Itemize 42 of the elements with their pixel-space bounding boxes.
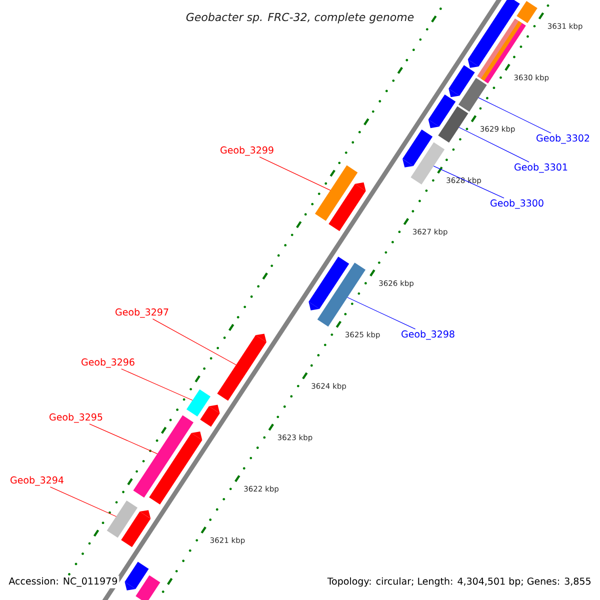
leader-line (121, 368, 193, 401)
leader-line (347, 297, 416, 330)
gene-bar (516, 0, 538, 24)
gene-block (448, 65, 475, 98)
gene-block (468, 0, 520, 68)
gene-bar (133, 415, 194, 498)
gene-bar (314, 165, 358, 221)
gene-block (121, 510, 151, 548)
gene-block (124, 562, 149, 590)
leader-line (458, 127, 530, 162)
leader-line (433, 166, 504, 198)
gene-bar (410, 142, 445, 184)
leader-line (89, 424, 158, 454)
gene-label: Geob_3301 (514, 163, 568, 173)
gene-block (308, 256, 350, 310)
gene-block (428, 94, 456, 128)
leader-line (478, 97, 552, 134)
leader-line (50, 486, 116, 517)
gene-block (200, 404, 220, 427)
gene-bar (317, 262, 366, 327)
gene-label: Geob_3299 (220, 146, 274, 156)
leader-line (259, 156, 331, 191)
gene-bar (458, 78, 487, 112)
gene-block (149, 432, 202, 504)
gene-bar (106, 500, 138, 538)
gene-label: Geob_3298 (402, 330, 454, 340)
genome-info-text: Topology: circular; Length: 4,304,501 bp; Genes: 3,855 (326, 576, 593, 588)
gene-block (217, 334, 266, 401)
gene-block (402, 130, 433, 168)
gene-label: Geob_3297 (116, 308, 168, 318)
gene-label: Geob_3296 (82, 358, 134, 368)
gene-label: Geob_3300 (490, 199, 544, 209)
accession-text: Accession: NC_011979 (7, 576, 120, 588)
gene-block (328, 182, 366, 232)
leader-line (152, 318, 236, 366)
title: Geobacter sp. FRC-32, complete genome (184, 11, 416, 25)
gene-bar (438, 106, 468, 143)
gene-label: Geob_3294 (10, 476, 64, 486)
gene-bar (136, 575, 160, 600)
gene-bar (186, 389, 211, 417)
gene-label: Geob_3295 (50, 413, 102, 423)
gene-label: Geob_3302 (536, 134, 590, 144)
